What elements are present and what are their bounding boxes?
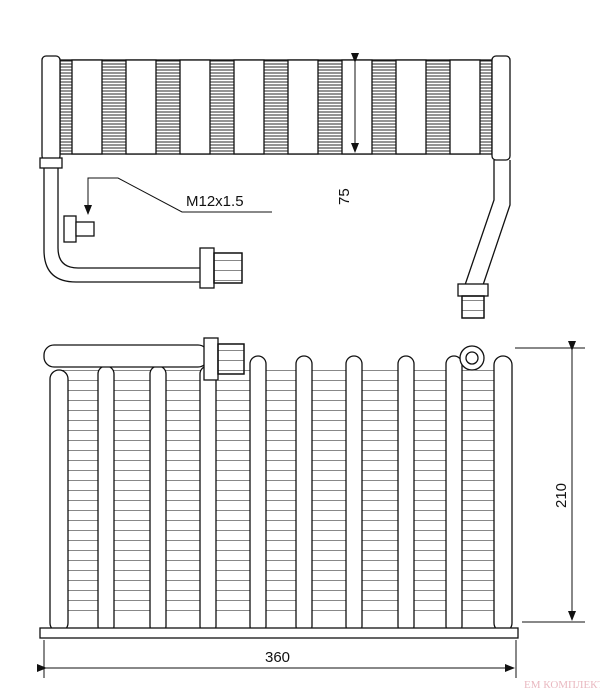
watermark: EM КОМПЛЕКТ	[524, 679, 600, 691]
width-dimension	[37, 640, 517, 678]
top-view	[39, 55, 511, 319]
width-dimension-label: 360	[265, 649, 290, 666]
height-dimension-label: 210	[553, 483, 570, 508]
thread-label: M12x1.5	[186, 193, 244, 210]
height-dimension	[515, 341, 585, 623]
thread-callout	[84, 177, 272, 215]
front-view	[39, 337, 519, 639]
depth-dimension-label: 75	[336, 188, 353, 205]
